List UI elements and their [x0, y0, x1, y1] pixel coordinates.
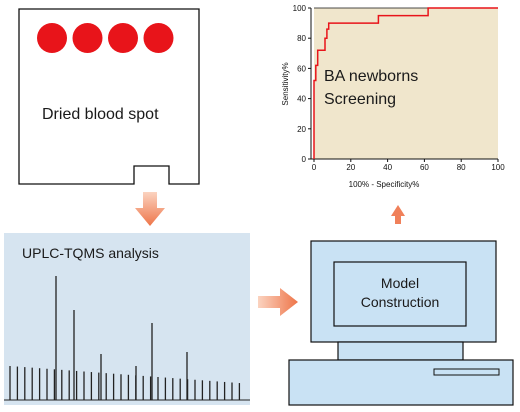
roc-y-tick-label: 100	[293, 4, 307, 13]
blood-spot	[72, 23, 103, 53]
roc-plot-area	[314, 8, 498, 159]
arrow-right-icon	[258, 288, 298, 316]
roc-y-tick-label: 80	[297, 34, 306, 43]
computer-base	[288, 359, 514, 406]
blood-spot	[143, 23, 174, 53]
roc-curve	[313, 7, 498, 159]
roc-x-tick-label: 60	[420, 163, 429, 172]
dried-blood-spot-card: Dried blood spot	[18, 8, 200, 185]
model-label-line1: Model	[381, 275, 419, 291]
blood-spot	[37, 23, 67, 53]
model-label-line2: Construction	[361, 294, 440, 310]
monitor-screen	[333, 261, 467, 327]
roc-y-tick-label: 40	[297, 95, 306, 104]
roc-xlabel: 100% - Specificity%	[349, 180, 420, 189]
arrow-down-icon	[135, 192, 165, 226]
chromatogram-peaks	[9, 276, 241, 400]
roc-x-tick-label: 80	[457, 163, 466, 172]
computer-icon: Model Construction	[288, 240, 514, 406]
uplc-label: UPLC-TQMS analysis	[22, 245, 159, 261]
roc-y-tick-label: 20	[297, 125, 306, 134]
uplc-panel: UPLC-TQMS analysis	[4, 233, 250, 405]
roc-chart: 0 20 40 60 80 100 0 20 40 60 80 100 BA newborns Scr…	[281, 4, 505, 189]
roc-x-tick-label: 100	[491, 163, 505, 172]
roc-x-tick-label: 20	[346, 163, 355, 172]
blood-spot	[108, 23, 138, 53]
monitor-stand	[337, 341, 464, 361]
roc-text-line2: Screening	[324, 91, 396, 108]
roc-ylabel: Sensitivity%	[281, 62, 290, 105]
roc-x-tick-label: 0	[312, 163, 317, 172]
roc-text-line1: BA newborns	[324, 68, 418, 85]
blood-spots	[37, 23, 174, 53]
roc-x-tick-label: 40	[383, 163, 392, 172]
roc-y-tick-label: 60	[297, 64, 306, 73]
arrow-up-icon	[391, 205, 405, 224]
dried-blood-spot-label: Dried blood spot	[42, 106, 159, 123]
drive-slot	[433, 368, 500, 376]
roc-y-tick-label: 0	[302, 155, 307, 164]
